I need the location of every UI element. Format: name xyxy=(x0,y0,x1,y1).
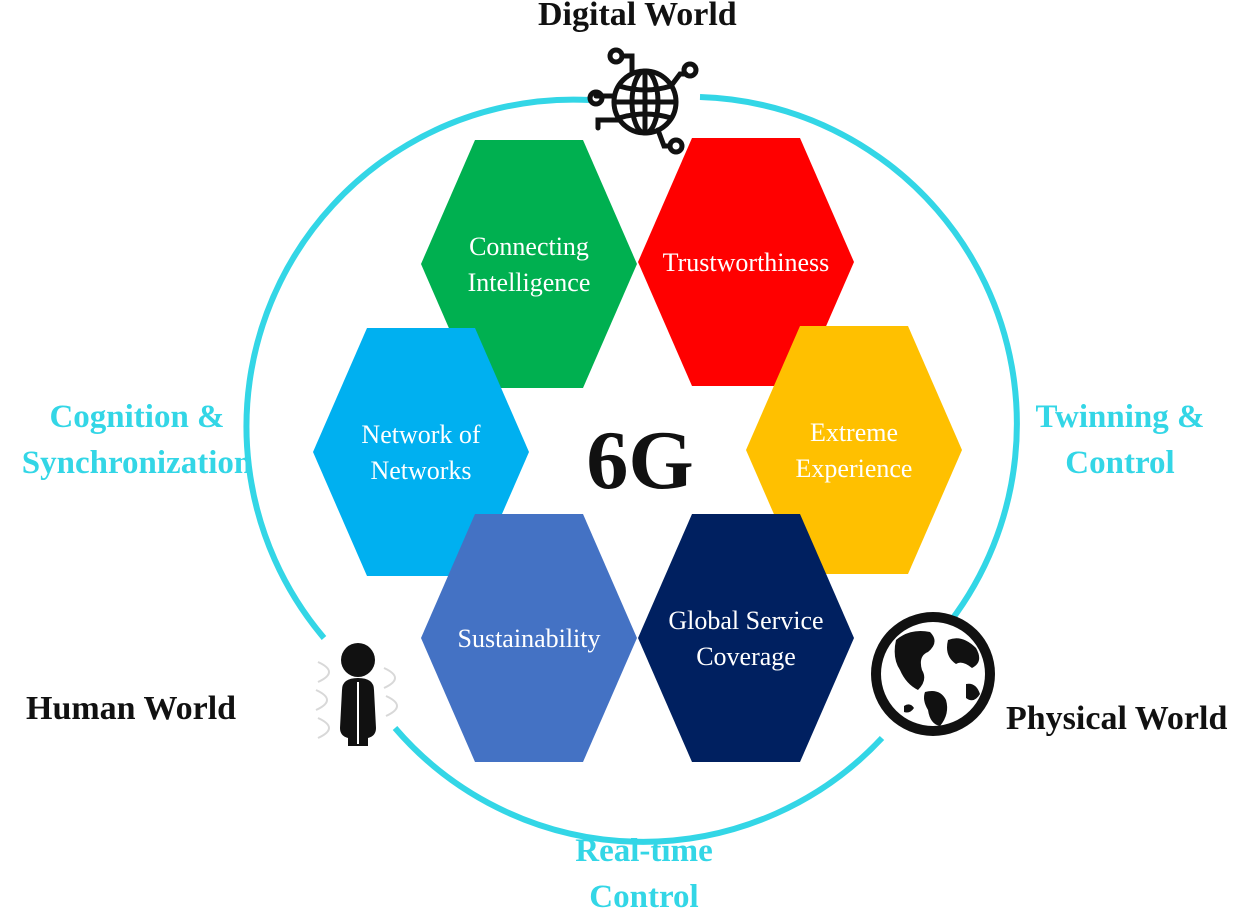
ring-arc-bottom xyxy=(392,726,885,845)
earth-globe-icon xyxy=(871,612,995,736)
ring-arc-top-right xyxy=(699,94,1020,624)
hexagon-label-line: Coverage xyxy=(696,642,796,671)
hexagon-label-line: Sustainability xyxy=(458,624,601,653)
hexagon-shape xyxy=(421,140,637,388)
hexagon-shape xyxy=(421,514,637,762)
twinning-control-label: Twinning & Control xyxy=(1010,394,1230,486)
center-label-6g: 6G xyxy=(586,414,693,507)
hexagon-trustworthiness: Trustworthiness xyxy=(638,138,854,386)
hexagon-shape xyxy=(746,326,962,574)
physical-world-label: Physical World xyxy=(1006,700,1228,737)
hexagon-shape xyxy=(638,138,854,386)
human-world-label: Human World xyxy=(26,690,237,727)
digital-globe-circuit-icon xyxy=(587,47,699,155)
hexagon-label-line: Connecting xyxy=(469,232,589,261)
hexagon-label-line: Networks xyxy=(370,456,471,485)
twinning-line-1: Twinning & xyxy=(1035,399,1205,435)
hexagon-label-line: Trustworthiness xyxy=(663,248,830,277)
hexagon-sustainability: Sustainability xyxy=(421,514,637,762)
realtime-line-2: Control xyxy=(589,879,699,915)
cognition-synchronization-label: Cognition & Synchronization xyxy=(2,394,272,486)
hexagon-label-line: Global Service xyxy=(668,606,823,635)
person-icon xyxy=(315,643,398,746)
cognition-line-1: Cognition & xyxy=(49,399,225,435)
hexagon-label-line: Network of xyxy=(361,420,480,449)
digital-world-label: Digital World xyxy=(538,0,737,33)
hexagon-shape xyxy=(638,514,854,762)
ring-arc-top-left xyxy=(243,96,591,640)
twinning-line-2: Control xyxy=(1065,445,1175,481)
hexagon-label-line: Intelligence xyxy=(468,268,591,297)
realtime-control-label: Real-time Control xyxy=(524,828,764,920)
hexagon-label-line: Experience xyxy=(796,454,913,483)
cognition-line-2: Synchronization xyxy=(21,445,253,481)
realtime-line-1: Real-time xyxy=(575,833,713,869)
hexagon-label-line: Extreme xyxy=(810,418,898,447)
